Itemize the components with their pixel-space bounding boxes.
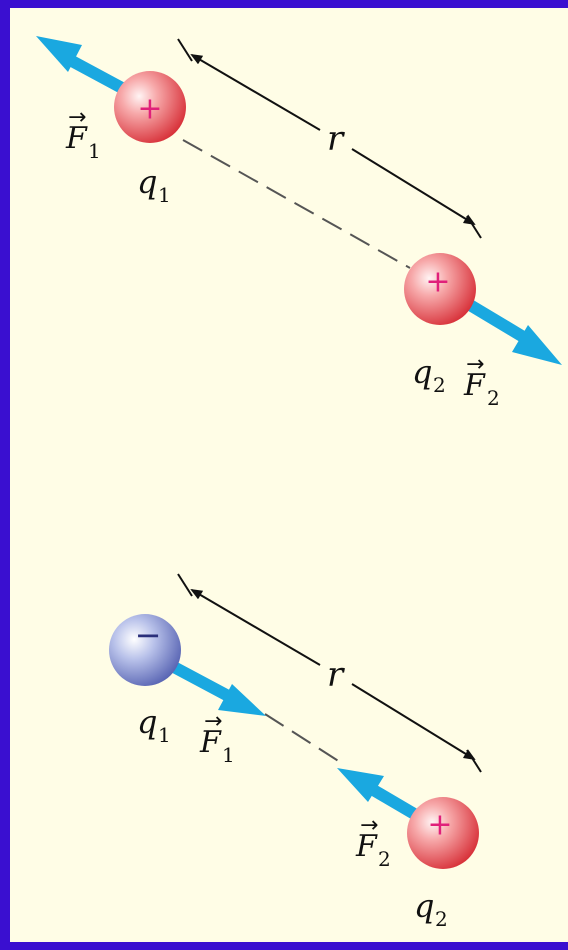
label-q1: q 1: [137, 703, 171, 747]
dimension-arrow: [190, 53, 321, 131]
vector-arrow-icon: →: [68, 105, 86, 130]
vector-arrow-icon: →: [466, 352, 484, 377]
distance-label: r: [327, 655, 345, 695]
charge-q1-negative: −: [109, 614, 181, 686]
force-label: F: [355, 829, 378, 864]
dimension-tick: [466, 215, 482, 239]
charge-label: q: [137, 703, 157, 741]
force-subscript: 1: [222, 743, 235, 767]
charge-subscript: 1: [158, 723, 171, 747]
force-arrow-f2: [337, 768, 420, 821]
dimension-tick: [177, 573, 193, 597]
charge-subscript: 1: [158, 183, 171, 207]
charge-q1-positive: +: [114, 71, 186, 143]
charge-label: q: [412, 353, 432, 391]
separation-line: [182, 139, 411, 269]
dimension-arrow: [351, 148, 476, 226]
vector-arrow-icon: →: [204, 709, 222, 734]
scenario-like-charges: r + + → F 1 q 1: [36, 36, 562, 410]
force-label: F: [463, 368, 486, 403]
separation-line: [264, 713, 341, 763]
force-subscript: 2: [378, 847, 391, 871]
charge-q2-positive: +: [404, 253, 476, 325]
charge-subscript: 2: [435, 907, 448, 931]
charge-sign: +: [425, 265, 450, 300]
dimension-arrow: [190, 588, 321, 666]
force-label: F: [199, 725, 222, 760]
distance-label: r: [327, 119, 345, 159]
label-f1: → F 1: [199, 709, 235, 767]
force-subscript: 2: [487, 386, 500, 410]
charge-label: q: [137, 163, 157, 201]
force-arrow-f1: [36, 36, 125, 94]
label-f1: → F 1: [65, 105, 101, 163]
vector-arrow-icon: →: [360, 813, 378, 838]
label-f2: → F 2: [463, 352, 500, 410]
label-f2: → F 2: [355, 813, 391, 871]
charge-sign: +: [137, 92, 162, 127]
charge-sign: −: [135, 616, 162, 654]
charge-subscript: 2: [433, 373, 446, 397]
label-q1: q 1: [137, 163, 171, 207]
force-arrow-f1: [169, 660, 266, 716]
scenario-unlike-charges: r − + q 1 → F 1: [109, 573, 482, 931]
dimension-arrow: [351, 683, 476, 761]
charge-q2-positive: +: [407, 797, 479, 869]
label-q2: q 2: [414, 887, 448, 931]
diagram-panel: [10, 8, 568, 942]
force-arrow-f2: [466, 299, 562, 365]
dimension-tick: [466, 749, 482, 773]
force-label: F: [65, 121, 88, 156]
label-q2: q 2: [412, 353, 446, 397]
distance-dimension: r: [177, 573, 482, 773]
force-subscript: 1: [88, 139, 101, 163]
dimension-tick: [177, 38, 193, 62]
charge-sign: +: [427, 808, 452, 843]
charge-label: q: [414, 887, 434, 925]
distance-dimension: r: [177, 38, 482, 239]
